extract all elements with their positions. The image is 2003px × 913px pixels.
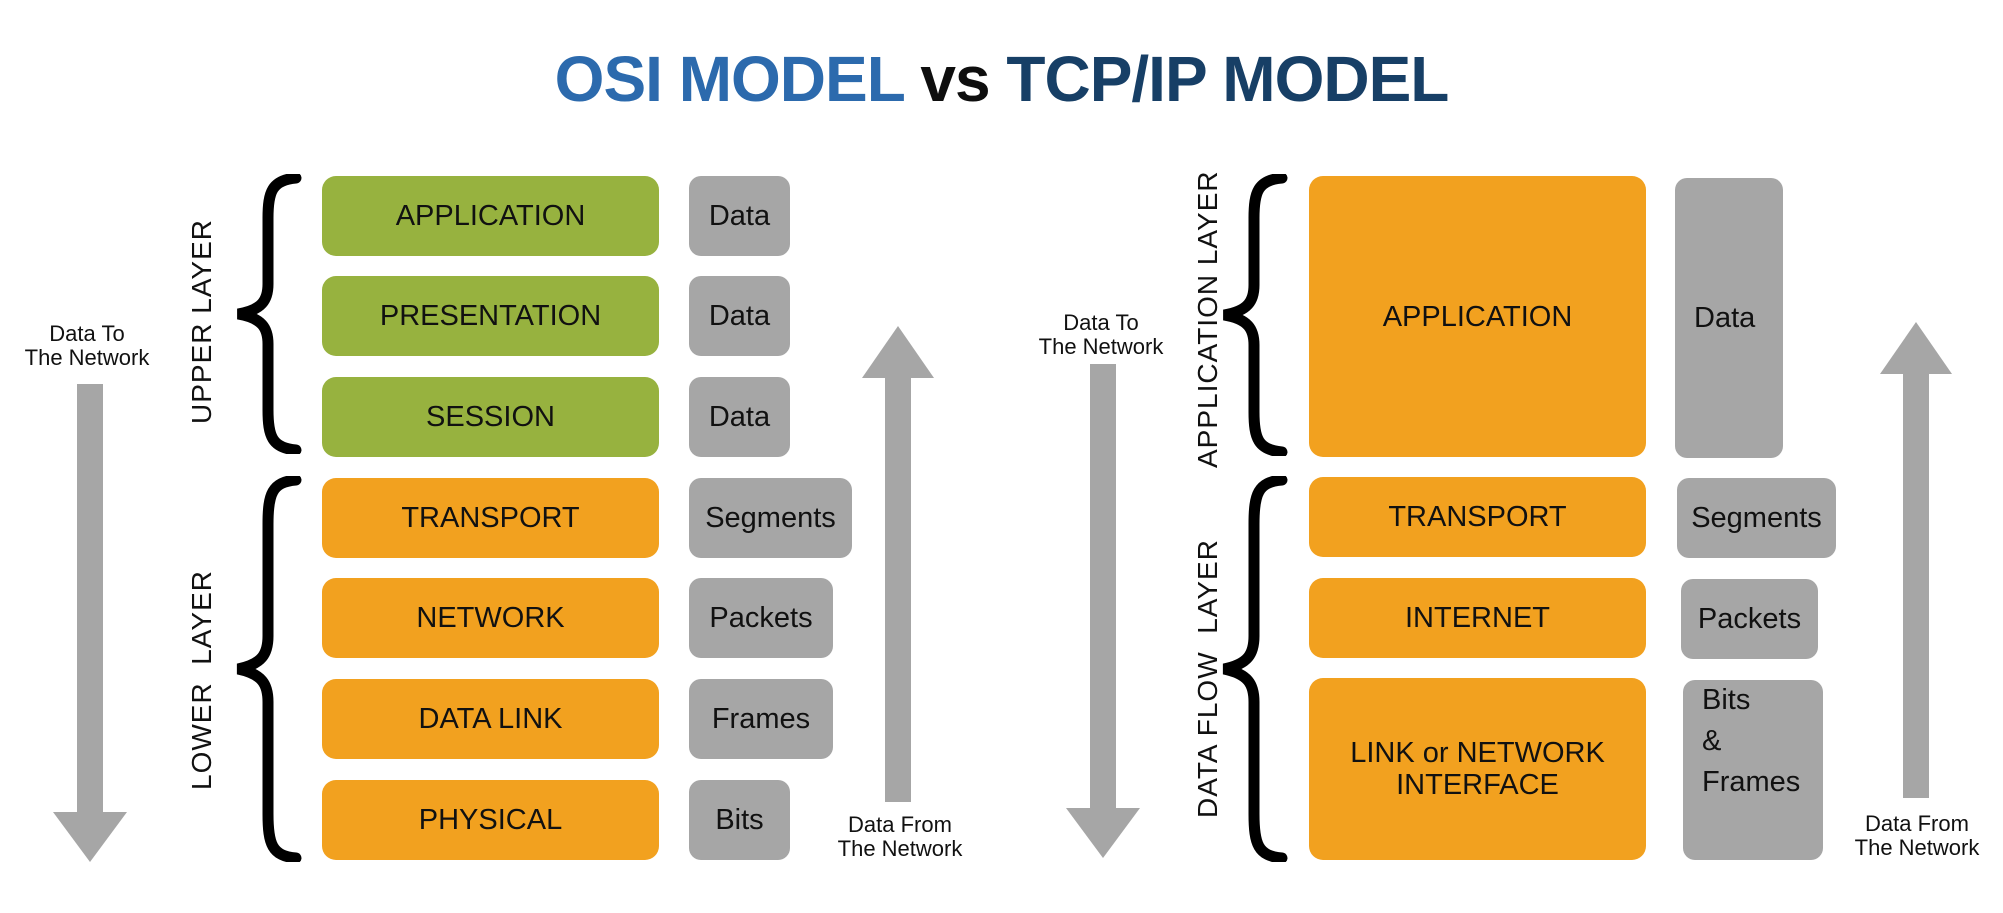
osi-unit-application: Data — [689, 176, 790, 256]
tcp-layer-link: LINK or NETWORK INTERFACE — [1309, 678, 1646, 860]
osi-upper-brace-icon — [236, 174, 302, 454]
osi-layer-transport: TRANSPORT — [322, 478, 659, 558]
tcp-layer-internet: INTERNET — [1309, 578, 1646, 658]
osi-layer-application: APPLICATION — [322, 176, 659, 256]
tcp-layer-link-line2: INTERFACE — [1396, 769, 1559, 801]
tcp-layer-application: APPLICATION — [1309, 176, 1646, 457]
osi-down-caption: Data To The Network — [24, 321, 150, 370]
title-vs: vs — [920, 43, 990, 115]
osi-up-arrow-icon — [862, 326, 934, 802]
tcp-unit-link-bits: Bits — [1702, 684, 1751, 716]
osi-layer-session: SESSION — [322, 377, 659, 457]
osi-unit-transport: Segments — [689, 478, 852, 558]
tcp-down-caption: Data To The Network — [1038, 310, 1164, 359]
osi-lower-layer-label: LOWER LAYER — [186, 570, 217, 790]
tcp-up-arrow-icon — [1880, 322, 1952, 798]
osi-unit-session: Data — [689, 377, 790, 457]
osi-layer-physical: PHYSICAL — [322, 780, 659, 860]
tcp-unit-link-amp: & — [1702, 725, 1722, 757]
tcp-unit-link: Bits & Frames — [1683, 680, 1823, 860]
tcp-application-brace-icon — [1222, 174, 1288, 456]
osi-layer-network: NETWORK — [322, 578, 659, 658]
osi-up-caption: Data From The Network — [837, 812, 963, 861]
osi-layer-data-link: DATA LINK — [322, 679, 659, 759]
tcp-up-caption: Data From The Network — [1854, 811, 1980, 860]
title-osi: OSI MODEL — [554, 43, 905, 115]
tcp-unit-link-frames: Frames — [1702, 766, 1801, 798]
tcp-down-arrow-icon — [1066, 364, 1140, 858]
page-title: OSI MODEL vs TCP/IP MODEL — [0, 38, 2003, 120]
osi-unit-data-link: Frames — [689, 679, 833, 759]
tcp-layer-link-line1: LINK or NETWORK — [1350, 737, 1605, 769]
tcp-layer-transport: TRANSPORT — [1309, 477, 1646, 557]
osi-unit-physical: Bits — [689, 780, 790, 860]
osi-unit-presentation: Data — [689, 276, 790, 356]
tcp-data-flow-brace-icon — [1222, 476, 1288, 862]
osi-upper-layer-label: UPPER LAYER — [186, 219, 217, 424]
osi-unit-network: Packets — [689, 578, 833, 658]
tcp-unit-application: Data — [1675, 178, 1783, 458]
osi-layer-presentation: PRESENTATION — [322, 276, 659, 356]
tcp-unit-transport: Segments — [1677, 478, 1836, 558]
title-tcp: TCP/IP MODEL — [1006, 43, 1449, 115]
tcp-unit-internet: Packets — [1681, 579, 1818, 659]
osi-lower-brace-icon — [236, 476, 302, 862]
osi-down-arrow-icon — [53, 384, 127, 862]
